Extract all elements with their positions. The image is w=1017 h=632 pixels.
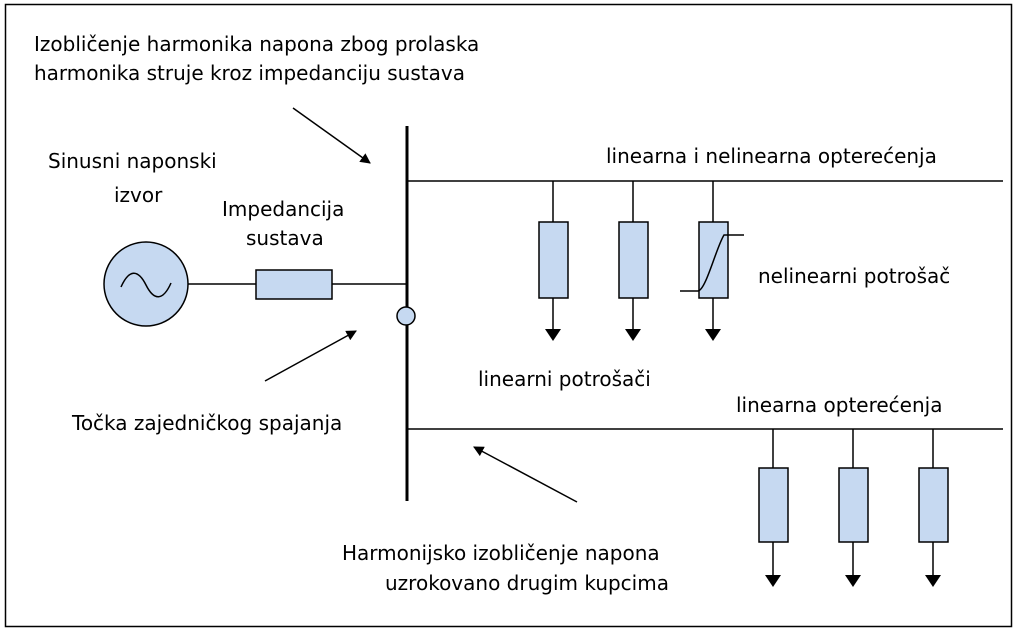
source-label-line2: izvor — [114, 183, 163, 207]
distortion-arrow-icon — [292, 107, 371, 164]
impedance-label-line1: Impedancija — [222, 197, 344, 221]
nonlinear-load — [680, 181, 744, 341]
pcc-node-icon — [396, 306, 416, 326]
upper-feeder-label: linearna i nelinearna opterećenja — [606, 144, 937, 168]
resistor-icon — [758, 467, 789, 543]
other-customer-load-2 — [838, 429, 869, 587]
resistor-icon — [918, 467, 949, 543]
distortion-title-line2: harmonika struje kroz impedanciju sustav… — [34, 61, 465, 85]
ground-arrow-icon — [845, 575, 861, 587]
other-customer-load-1 — [758, 429, 789, 587]
source-label-line1: Sinusni naponski — [48, 149, 217, 173]
resistor-icon — [538, 221, 569, 299]
distortion-title-line1: Izobličenje harmonika napona zbog prolas… — [34, 32, 479, 56]
ground-arrow-icon — [705, 329, 721, 341]
pcc-arrow-icon — [264, 330, 357, 382]
linear-load-1 — [538, 181, 569, 341]
customers-arrow-icon — [473, 446, 578, 503]
resistor-icon — [618, 221, 649, 299]
ground-arrow-icon — [545, 329, 561, 341]
lower-feeder-label: linearna opterećenja — [736, 393, 942, 417]
ground-arrow-icon — [625, 329, 641, 341]
ac-sine-source-icon — [103, 241, 189, 327]
resistor-icon — [255, 269, 333, 300]
resistor-icon — [838, 467, 869, 543]
diagram-frame — [4, 3, 1013, 628]
other-customer-load-3 — [918, 429, 949, 587]
nonlinear-characteristic-icon — [680, 234, 744, 292]
customers-distortion-line1: Harmonijsko izobličenje napona — [342, 541, 660, 565]
ground-arrow-icon — [765, 575, 781, 587]
ground-arrow-icon — [925, 575, 941, 587]
customers-distortion-line2: uzrokovano drugim kupcima — [385, 571, 669, 595]
pcc-label: Točka zajedničkog spajanja — [71, 411, 342, 435]
linear-load-2 — [618, 181, 649, 341]
nonlinear-load-label: nelinearni potrošač — [758, 264, 950, 288]
linear-loads-label: linearni potrošači — [478, 367, 651, 391]
impedance-label-line2: sustava — [246, 226, 324, 250]
